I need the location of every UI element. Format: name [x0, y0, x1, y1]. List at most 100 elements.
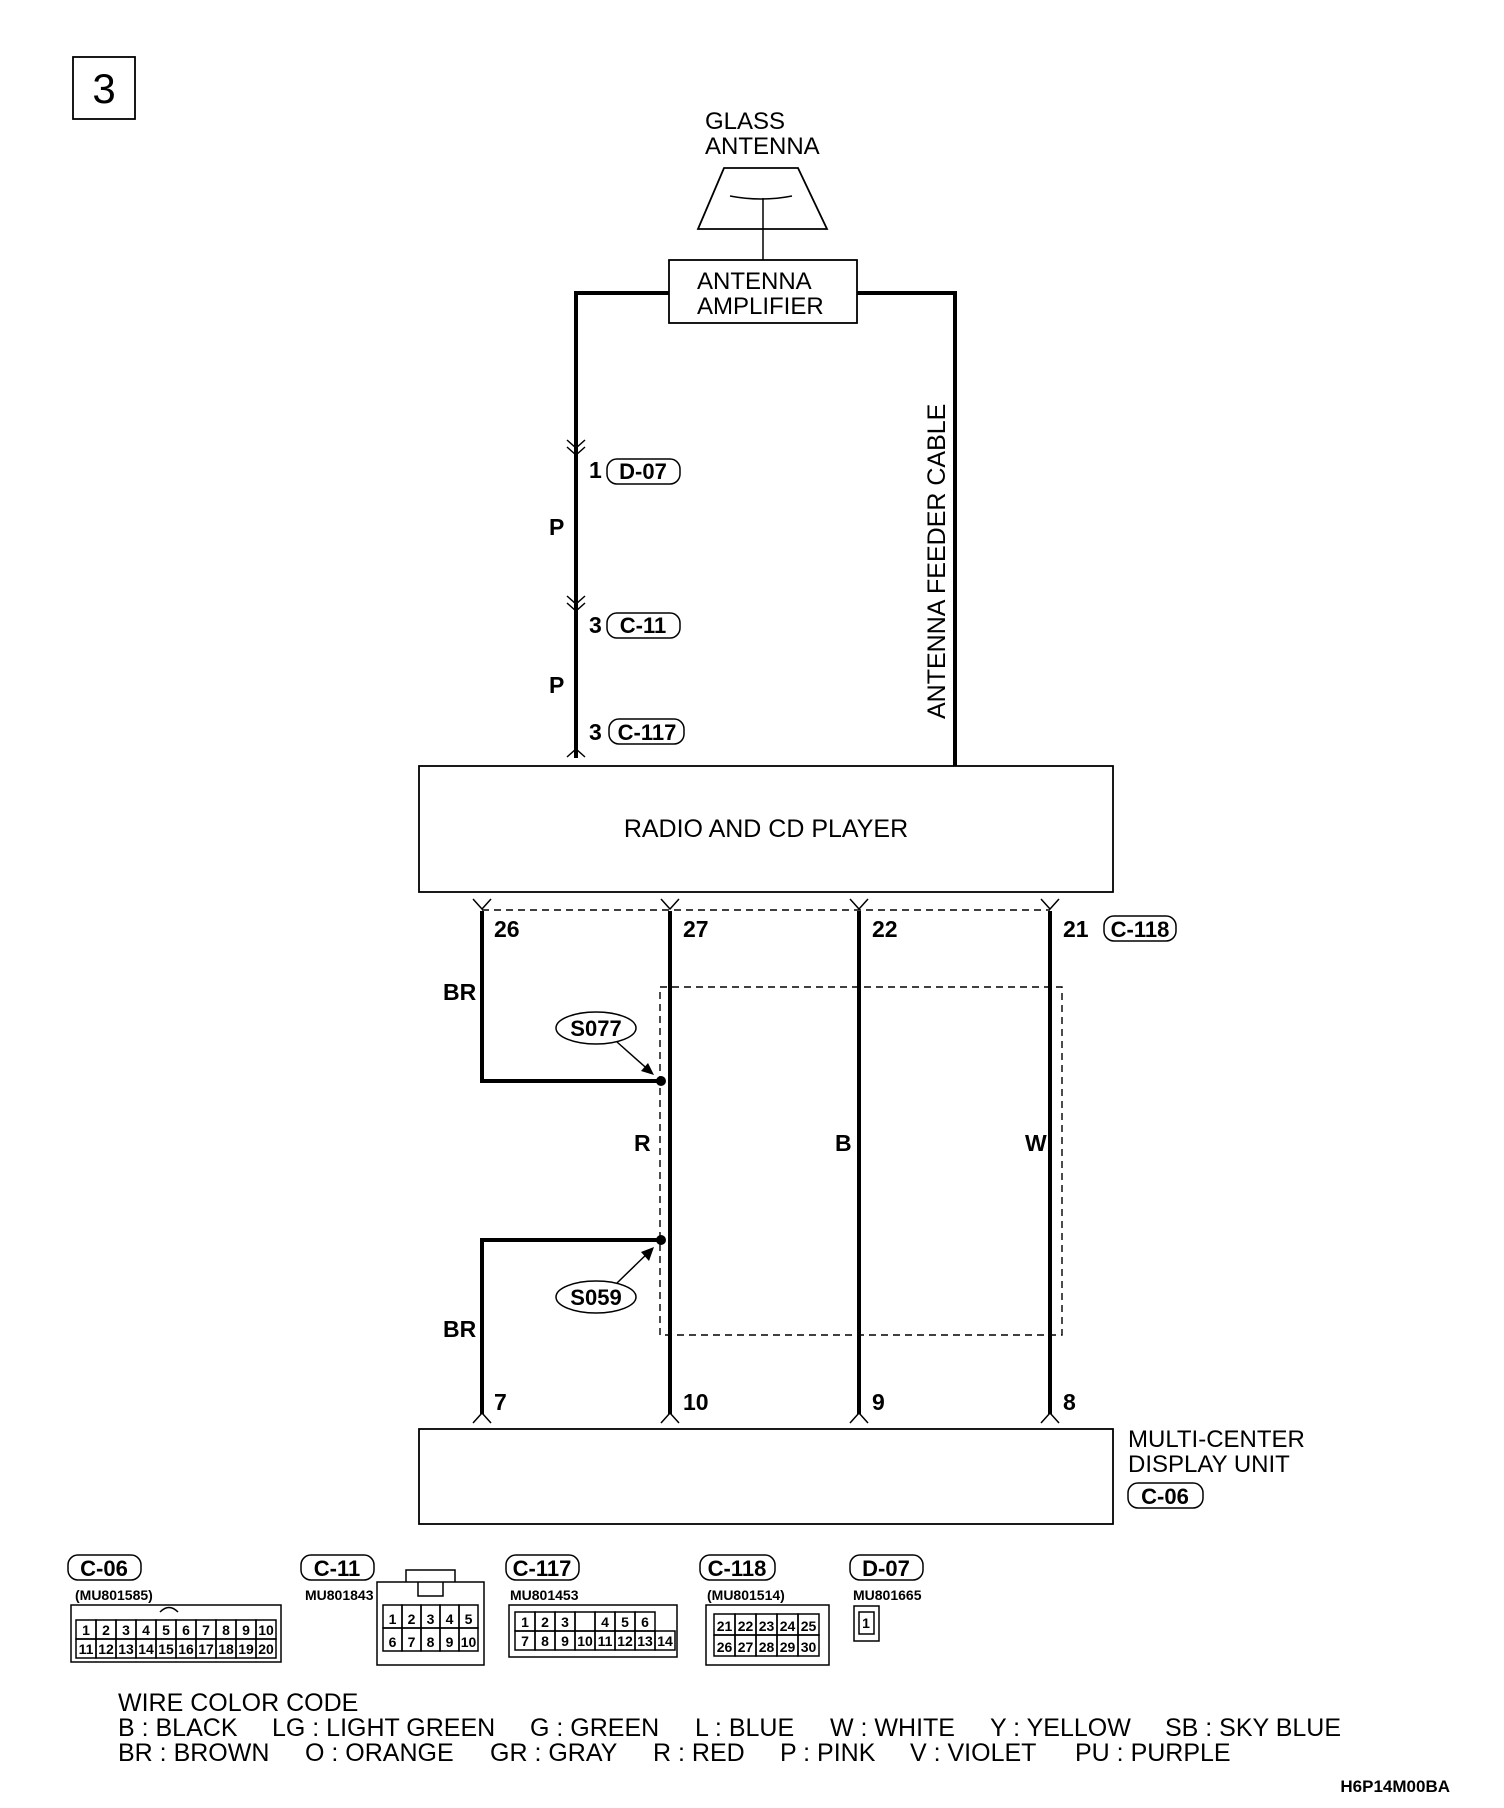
- connector-pin-label: 3: [122, 1622, 130, 1638]
- connector-pin-label: 2: [102, 1622, 110, 1638]
- display-pin-8: 8: [1063, 1389, 1076, 1415]
- svg-text:C-06: C-06: [80, 1556, 128, 1581]
- connector-pin-label: 27: [738, 1639, 754, 1655]
- wire-color-p-1: P: [549, 514, 564, 540]
- svg-text:W : WHITE: W : WHITE: [830, 1714, 955, 1742]
- wire-br-upper: [480, 911, 661, 1083]
- wire-br-lower: [480, 1238, 661, 1414]
- svg-text:MU801453: MU801453: [510, 1587, 579, 1603]
- connector-pin-label: 5: [621, 1614, 629, 1630]
- connector-pin-label: 7: [521, 1633, 529, 1649]
- svg-text:C-11: C-11: [620, 613, 666, 638]
- connector-pin-label: 8: [427, 1634, 435, 1650]
- svg-text:(MU801585): (MU801585): [75, 1587, 153, 1603]
- svg-text:(MU801514): (MU801514): [707, 1587, 785, 1603]
- connector-pin-label: 2: [408, 1611, 416, 1627]
- connector-pin-cell: [574, 1611, 596, 1632]
- connector-pin-label: 4: [601, 1614, 609, 1630]
- connector-pin-cell: [458, 1627, 479, 1652]
- radio-pin-26: 26: [494, 916, 520, 942]
- wire-color-r: R: [634, 1130, 651, 1156]
- svg-text:C-117: C-117: [513, 1556, 572, 1581]
- connector-pin-label: 12: [98, 1641, 114, 1657]
- connector-pin-label: 11: [598, 1633, 613, 1649]
- connector-pin-label: 9: [242, 1622, 250, 1638]
- splice-point-s059: [656, 1235, 666, 1245]
- connector-pin-label: 5: [162, 1622, 170, 1638]
- connector-pin-label: 14: [138, 1641, 154, 1657]
- figure-code: H6P14M00BA: [1340, 1777, 1450, 1796]
- connector-pin-label: 23: [759, 1618, 775, 1634]
- glass-antenna: GLASS ANTENNA: [696, 108, 829, 260]
- connector-pin-label: 16: [178, 1641, 194, 1657]
- connector-pin-label: 1: [521, 1614, 529, 1630]
- connector-pin-label: 14: [657, 1633, 673, 1649]
- wire-color-code: WIRE COLOR CODE B : BLACK LG : LIGHT GRE…: [118, 1689, 1341, 1767]
- svg-text:GR : GRAY: GR : GRAY: [490, 1739, 618, 1767]
- display-unit-label-1: MULTI-CENTER: [1128, 1426, 1305, 1453]
- connector-pin-label: 20: [258, 1641, 274, 1657]
- svg-text:C-118: C-118: [1111, 917, 1170, 942]
- svg-text:PU : PURPLE: PU : PURPLE: [1075, 1739, 1231, 1767]
- connector-tag-c11: C-11: [606, 612, 681, 639]
- connector-pin-label: 17: [198, 1641, 214, 1657]
- svg-text:S077: S077: [570, 1016, 621, 1041]
- svg-text:O : ORANGE: O : ORANGE: [305, 1739, 454, 1767]
- connector-pin-label: 11: [79, 1641, 94, 1657]
- splice-label-s077: S077: [555, 1011, 654, 1075]
- connector-pin-label: 6: [389, 1634, 397, 1650]
- connector-pin-label: 1: [82, 1622, 90, 1638]
- radio-cd-player-label: RADIO AND CD PLAYER: [624, 815, 908, 843]
- glass-antenna-label-2: ANTENNA: [705, 133, 820, 160]
- connector-pin-label: 10: [258, 1622, 274, 1638]
- connector-pin-label: 7: [408, 1634, 416, 1650]
- connector-tag-d07: D-07: [606, 458, 681, 485]
- legend-d07: D-07 MU801665 1: [849, 1554, 924, 1642]
- display-pin-10: 10: [683, 1389, 709, 1415]
- glass-antenna-label-1: GLASS: [705, 108, 785, 135]
- svg-text:C-06: C-06: [1141, 1484, 1189, 1509]
- connector-pin-label: 8: [541, 1633, 549, 1649]
- wire-color-br-lower: BR: [443, 1316, 477, 1342]
- svg-text:L : BLUE: L : BLUE: [695, 1714, 794, 1742]
- svg-text:WIRE COLOR CODE: WIRE COLOR CODE: [118, 1689, 358, 1717]
- connector-pin-label: 6: [641, 1614, 649, 1630]
- connector-pin-label: 13: [118, 1641, 134, 1657]
- wire-color-w: W: [1025, 1130, 1047, 1156]
- radio-pin-21: 21: [1063, 916, 1089, 942]
- connector-pin-label: 8: [222, 1622, 230, 1638]
- svg-text:R : RED: R : RED: [653, 1739, 745, 1767]
- connector-pin-label: 7: [202, 1622, 210, 1638]
- connector-pin-label: 3: [561, 1614, 569, 1630]
- svg-text:MU801665: MU801665: [853, 1587, 922, 1603]
- connector-pin-label: 10: [577, 1633, 593, 1649]
- connector-pin-label: 12: [617, 1633, 633, 1649]
- antenna-amplifier-label-1: ANTENNA: [697, 268, 812, 295]
- antenna-amplifier-label-2: AMPLIFIER: [697, 293, 824, 320]
- radio-pin-27: 27: [683, 916, 709, 942]
- svg-text:D-07: D-07: [619, 459, 667, 484]
- connector-pin-cell: [255, 1638, 277, 1659]
- connector-pin-label: 4: [142, 1622, 150, 1638]
- connector-pin-label: 29: [780, 1639, 796, 1655]
- svg-text:B : BLACK: B : BLACK: [118, 1714, 238, 1742]
- splice-label-s059: S059: [555, 1247, 654, 1314]
- connector-pin-label: 24: [780, 1618, 796, 1634]
- connector-pin-label: 9: [446, 1634, 454, 1650]
- svg-text:C-118: C-118: [708, 1556, 767, 1581]
- svg-text:SB : SKY BLUE: SB : SKY BLUE: [1165, 1714, 1341, 1742]
- connector-pin-label: 18: [218, 1641, 234, 1657]
- connector-pin-label: 15: [158, 1641, 174, 1657]
- connector-pin-label: 19: [238, 1641, 254, 1657]
- connector-pin-label: 1: [389, 1611, 397, 1627]
- svg-text:1: 1: [862, 1615, 870, 1631]
- connector-pin-label: 6: [182, 1622, 190, 1638]
- svg-text:MU801843: MU801843: [305, 1587, 374, 1603]
- svg-text:V : VIOLET: V : VIOLET: [910, 1739, 1036, 1767]
- connector-pin-label: 21: [717, 1618, 733, 1634]
- display-unit-label-2: DISPLAY UNIT: [1128, 1451, 1290, 1478]
